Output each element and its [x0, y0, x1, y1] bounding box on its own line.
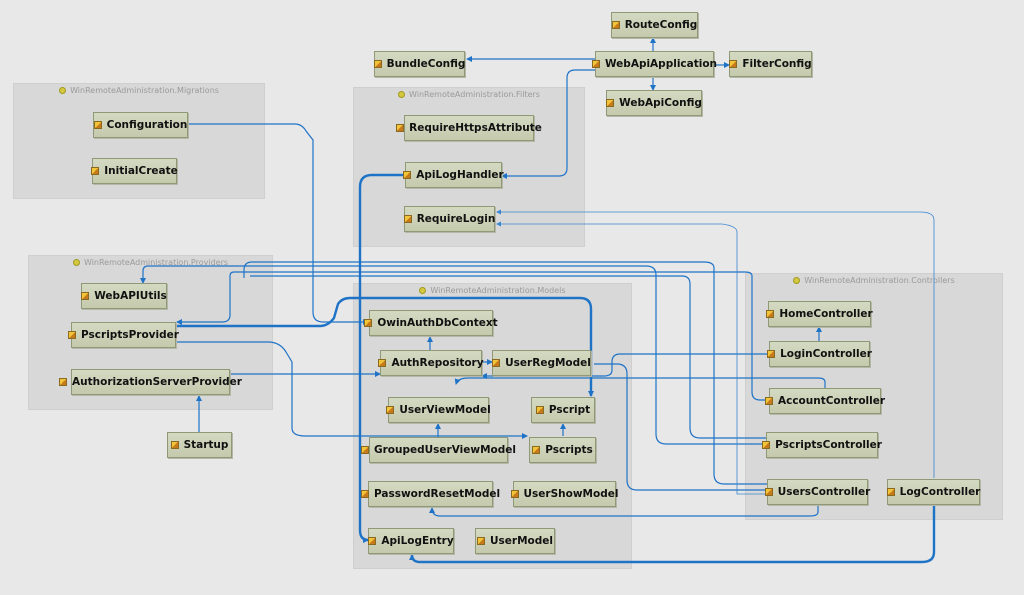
class-bundle-config[interactable]: BundleConfig: [373, 51, 465, 77]
class-api-log-handler[interactable]: ApiLogHandler: [403, 162, 504, 188]
edge-apiloghandler-apilogentry: [358, 173, 406, 543]
namespace-label: WinRemoteAdministration.Controllers: [804, 276, 955, 285]
namespace-icon: [398, 91, 406, 98]
class-startup[interactable]: Startup: [167, 432, 232, 458]
class-icon: [368, 537, 377, 545]
namespace-icon: [793, 277, 801, 284]
edge-users-requirelogin: [496, 221, 767, 495]
class-icon: [81, 292, 90, 300]
class-icon: [373, 60, 382, 68]
class-icon: [170, 441, 179, 449]
namespace-label: WinRemoteAdministration.Models: [430, 286, 566, 295]
class-icon: [492, 359, 501, 367]
class-account-controller[interactable]: AccountController: [764, 388, 885, 414]
edge-app-apiloghandler: [501, 69, 596, 179]
class-web-api-utils[interactable]: WebAPIUtils: [81, 283, 167, 309]
class-icon: [403, 171, 412, 179]
class-icon: [535, 406, 544, 414]
class-owin-auth-db-context[interactable]: OwinAuthDbContext: [364, 310, 498, 336]
class-require-login[interactable]: RequireLogin: [403, 206, 495, 232]
class-icon: [477, 537, 485, 545]
edge-users-authrepo: [594, 363, 767, 491]
edge-log-requirelogin: [496, 209, 935, 478]
namespace-icon: [59, 87, 67, 94]
edge-account-webapiutils: [176, 271, 769, 401]
edge-pscriptsprovider-owin: [176, 296, 594, 397]
class-user-reg-model[interactable]: UserRegModel: [492, 350, 591, 376]
namespace-label: WinRemoteAdministration.Filters: [409, 90, 540, 99]
class-icon: [767, 350, 776, 358]
class-pscripts-controller[interactable]: PscriptsController: [762, 432, 882, 458]
class-pscripts-provider[interactable]: PscriptsProvider: [68, 322, 179, 348]
class-authorization-server-provider[interactable]: AuthorizationServerProvider: [59, 369, 242, 395]
edge-users-webapiutils: [243, 261, 767, 485]
class-pscript[interactable]: Pscript: [531, 397, 595, 423]
class-user-show-model[interactable]: UserShowModel: [510, 481, 618, 507]
class-web-api-config[interactable]: WebApiConfig: [606, 90, 702, 116]
class-user-model[interactable]: UserModel: [475, 528, 555, 554]
edge-pscriptsctrl-pscriptsprovider: [250, 275, 766, 439]
class-icon: [378, 359, 387, 367]
edge-account-authrepo: [454, 377, 826, 388]
class-icon: [606, 99, 615, 107]
class-login-controller[interactable]: LoginController: [767, 341, 872, 367]
class-log-controller[interactable]: LogController: [886, 479, 980, 505]
class-icon: [386, 406, 395, 414]
edge-login-authrepo: [481, 353, 769, 379]
edge-users-passwordreset: [429, 505, 819, 517]
class-icon: [396, 124, 405, 132]
class-users-controller[interactable]: UsersController: [764, 479, 870, 505]
class-require-https-attribute[interactable]: RequireHttpsAttribute: [396, 115, 542, 141]
class-icon: [59, 378, 68, 386]
namespace-label: WinRemoteAdministration.Migrations: [70, 86, 219, 95]
class-icon: [91, 167, 100, 175]
class-icon: [762, 441, 771, 449]
class-auth-repository[interactable]: AuthRepository: [378, 350, 484, 376]
class-icon: [403, 215, 412, 223]
class-initial-create[interactable]: InitialCreate: [91, 158, 178, 184]
namespace-icon: [72, 259, 80, 266]
class-icon: [361, 446, 370, 454]
class-password-reset-model[interactable]: PasswordResetModel: [360, 481, 500, 507]
class-home-controller[interactable]: HomeController: [766, 301, 873, 327]
class-api-log-entry[interactable]: ApiLogEntry: [368, 528, 454, 554]
class-route-config[interactable]: RouteConfig: [611, 12, 698, 38]
class-icon: [886, 488, 895, 496]
namespace-icon: [419, 287, 427, 294]
edge-pscriptsprovider-pscripts: [176, 341, 528, 439]
class-grouped-user-view-model[interactable]: GroupedUserViewModel: [361, 437, 516, 463]
class-icon: [729, 60, 738, 68]
class-icon: [364, 319, 373, 327]
class-filter-config[interactable]: FilterConfig: [729, 51, 812, 77]
class-user-view-model[interactable]: UserViewModel: [386, 397, 491, 423]
class-icon: [93, 121, 102, 129]
class-icon: [591, 60, 600, 68]
class-icon: [510, 490, 519, 498]
class-icon: [532, 446, 541, 454]
class-icon: [764, 488, 773, 496]
edge-configuration-owin: [188, 123, 369, 325]
class-icon: [766, 310, 775, 318]
edge-pscriptsctrl-webapiutils: [140, 265, 766, 445]
edge-log-apilogentry: [409, 505, 936, 564]
class-icon: [611, 21, 620, 29]
namespace-label: WinRemoteAdministration.Providers: [83, 258, 229, 267]
class-icon: [68, 331, 77, 339]
class-web-api-application[interactable]: WebApiApplication: [591, 51, 717, 77]
class-configuration[interactable]: Configuration: [93, 112, 188, 138]
class-pscripts[interactable]: Pscripts: [529, 437, 596, 463]
class-icon: [360, 490, 369, 498]
class-icon: [764, 397, 773, 405]
